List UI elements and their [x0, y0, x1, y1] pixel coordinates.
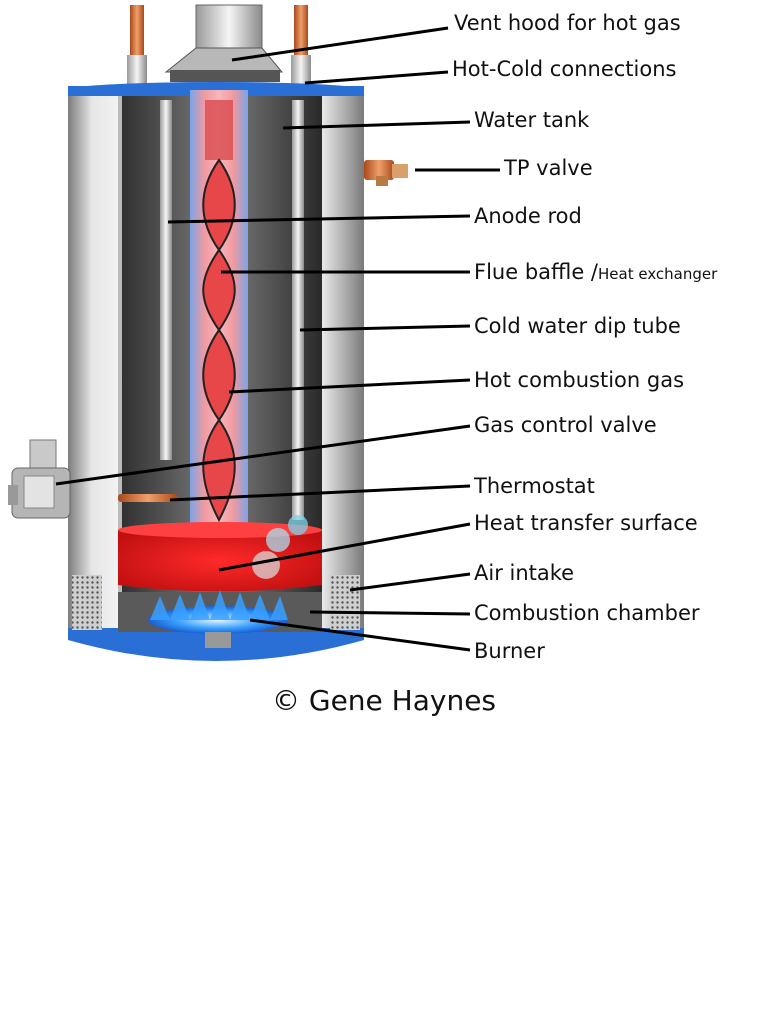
gas-control-valve: [8, 439, 71, 519]
vent-hood: [164, 4, 284, 82]
label-burner: Burner: [474, 639, 545, 663]
label-cold-water-dip-tube: Cold water dip tube: [474, 314, 681, 338]
label-hot-combustion-gas: Hot combustion gas: [474, 368, 685, 392]
steam-puff: [252, 515, 308, 579]
label-flue-baffle: Flue baffle /Heat exchanger: [474, 262, 717, 283]
flue-baffle-text: Flue baffle /: [474, 260, 598, 284]
copyright-credit: © Gene Haynes: [271, 684, 497, 717]
label-air-intake: Air intake: [474, 561, 575, 585]
label-tp-valve: TP valve: [504, 156, 593, 180]
label-heat-transfer-surface: Heat transfer surface: [474, 511, 698, 535]
leader-lines: [55, 26, 500, 652]
label-gas-control-valve: Gas control valve: [474, 413, 657, 437]
label-thermostat: Thermostat: [474, 474, 595, 498]
tp-valve: [364, 160, 408, 186]
label-anode-rod: Anode rod: [474, 204, 582, 228]
thermostat-probe: [118, 494, 178, 502]
label-combustion-chamber: Combustion chamber: [474, 601, 700, 625]
anode-rod: [160, 100, 172, 460]
cold-water-dip-tube: [292, 100, 304, 520]
label-water-tank: Water tank: [474, 108, 590, 132]
air-intake-left: [72, 575, 102, 630]
air-intake-right: [330, 575, 360, 630]
flue-baffle: [190, 90, 248, 538]
label-hot-cold-connections: Hot-Cold connections: [452, 57, 677, 81]
heat-exchanger-text: Heat exchanger: [598, 265, 718, 283]
label-vent-hood: Vent hood for hot gas: [454, 11, 681, 35]
